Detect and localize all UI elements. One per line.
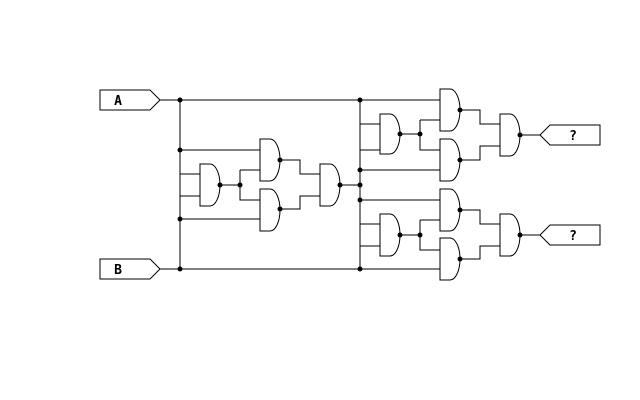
- and-gate-11: [439, 237, 461, 281]
- and-gate-6: [439, 88, 461, 132]
- junction-dots: [177, 97, 523, 272]
- input-label-b: B: [114, 263, 122, 278]
- output-tag-1[interactable]: ?: [539, 124, 601, 146]
- and-gate-9: [379, 213, 401, 257]
- output-label-2: ?: [569, 229, 577, 244]
- input-tag-a[interactable]: A: [99, 89, 161, 111]
- output-label-1: ?: [569, 129, 577, 144]
- and-gate-1: [199, 163, 221, 207]
- input-tag-b[interactable]: B: [99, 258, 161, 280]
- and-gate-7: [439, 138, 461, 182]
- and-gate-2: [259, 138, 281, 182]
- output-tag-2[interactable]: ?: [539, 224, 601, 246]
- and-gate-8: [499, 113, 521, 157]
- gates: [199, 88, 521, 281]
- and-gate-5: [379, 113, 401, 155]
- and-gate-4: [319, 163, 341, 207]
- input-label-a: A: [114, 94, 122, 109]
- and-gate-12: [499, 213, 521, 257]
- and-gate-3: [259, 188, 281, 232]
- and-gate-10: [439, 188, 461, 232]
